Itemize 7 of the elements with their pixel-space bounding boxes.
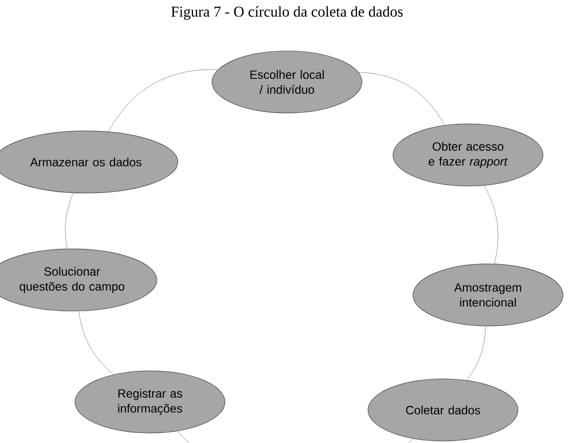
figure-title: Figura 7 - O círculo da coleta de dados — [171, 6, 403, 20]
connector-arc — [466, 326, 486, 380]
connector-arc — [78, 310, 114, 375]
connector-arc — [65, 192, 74, 249]
connector-arc — [484, 185, 498, 264]
connector-arc — [108, 69, 218, 132]
connector-arc — [358, 72, 445, 126]
